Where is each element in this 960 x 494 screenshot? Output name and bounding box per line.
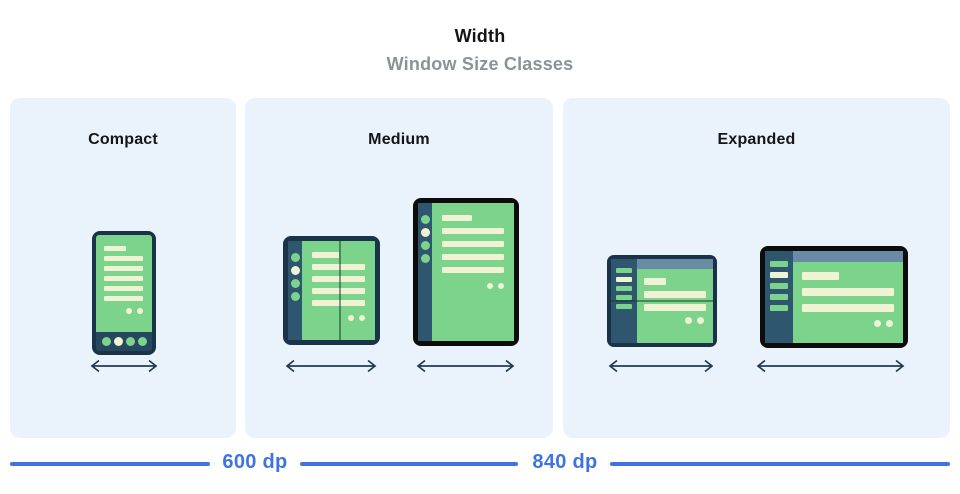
ruler-line-segment: [610, 462, 950, 466]
panel-label-medium: Medium: [368, 131, 430, 148]
app-header-bar: [637, 259, 713, 269]
foldable-landscape-illustration: [607, 255, 717, 347]
ruler-line-segment: [300, 462, 518, 466]
sidebar-item-bar: [616, 304, 632, 309]
content-dots: [644, 317, 706, 324]
rail-dot: [290, 253, 300, 262]
width-arrow-tablet-portrait: [412, 358, 519, 374]
ruler-label-600dp: 600 dp: [222, 451, 288, 473]
landscape-content-lines: [637, 269, 713, 324]
nav-rail: [418, 203, 432, 341]
panel-label-expanded: Expanded: [717, 131, 796, 148]
phone-navbar: [96, 332, 152, 351]
app-window: [637, 259, 713, 343]
content-line: [104, 276, 143, 281]
content-dots: [442, 283, 504, 289]
landscape-screen: [793, 262, 903, 343]
fold-crease-vertical: [338, 241, 341, 340]
sidebar-item-bar: [770, 261, 788, 267]
rail-dot: [290, 279, 300, 288]
foldable-portrait-illustration: [283, 236, 380, 345]
rail-dot: [290, 266, 300, 275]
nav-dot: [101, 337, 111, 346]
sidebar-item-bar: [616, 277, 632, 282]
content-line: [802, 288, 894, 296]
sidebar: [765, 251, 793, 343]
ruler-label-840dp: 840 dp: [532, 451, 598, 473]
width-arrow-phone: [86, 358, 162, 374]
sidebar-item-bar: [616, 286, 632, 291]
sidebar-item-bar: [770, 272, 788, 278]
content-line: [442, 228, 504, 234]
width-arrow-foldable: [281, 358, 381, 374]
rail-dot: [420, 215, 430, 224]
app-window: [793, 251, 903, 343]
diagram-title: Width: [454, 26, 506, 46]
tablet-landscape-illustration: [760, 246, 908, 348]
foldable-screen: [302, 241, 375, 340]
sidebar-item-bar: [770, 294, 788, 300]
content-line: [104, 296, 143, 301]
phone-screen: [96, 235, 152, 332]
nav-dot: [125, 337, 135, 346]
phone-illustration: [92, 231, 156, 355]
content-dots: [802, 320, 894, 327]
tablet-content-lines: [432, 203, 514, 289]
sidebar-item-bar: [616, 295, 632, 300]
content-dots: [312, 315, 365, 321]
content-line: [442, 241, 504, 247]
content-line: [644, 304, 706, 311]
content-dots: [104, 308, 143, 314]
phone-content-lines: [96, 235, 152, 314]
ruler-line-segment: [10, 462, 210, 466]
sidebar-item-bar: [616, 268, 632, 273]
content-line-short: [802, 272, 839, 280]
content-line-short: [644, 278, 666, 285]
content-line: [442, 267, 504, 273]
content-line: [104, 286, 143, 291]
content-line-short: [442, 215, 472, 221]
sidebar-item-bar: [770, 283, 788, 289]
content-line-short: [312, 252, 339, 258]
landscape-screen: [637, 269, 713, 343]
width-arrow-foldable-landscape: [604, 358, 718, 374]
rail-dot: [420, 241, 430, 250]
nav-dot: [113, 337, 123, 346]
panel-label-compact: Compact: [88, 131, 158, 148]
nav-dot: [137, 337, 147, 346]
content-line: [644, 291, 706, 298]
diagram-subtitle: Window Size Classes: [386, 54, 574, 74]
rail-dot: [420, 254, 430, 263]
content-line-short: [104, 246, 126, 251]
sidebar-item-bar: [770, 305, 788, 311]
content-line: [104, 266, 143, 271]
content-line: [442, 254, 504, 260]
app-header-bar: [793, 251, 903, 262]
nav-rail: [288, 241, 302, 340]
tablet-portrait-illustration: [413, 198, 519, 346]
landscape-content-lines: [793, 262, 903, 327]
tablet-screen: [432, 203, 514, 341]
rail-dot: [290, 292, 300, 301]
content-line: [802, 304, 894, 312]
width-arrow-tablet-landscape: [752, 358, 909, 374]
fold-crease-horizontal: [607, 300, 717, 302]
content-line: [104, 256, 143, 261]
rail-dot: [420, 228, 430, 237]
